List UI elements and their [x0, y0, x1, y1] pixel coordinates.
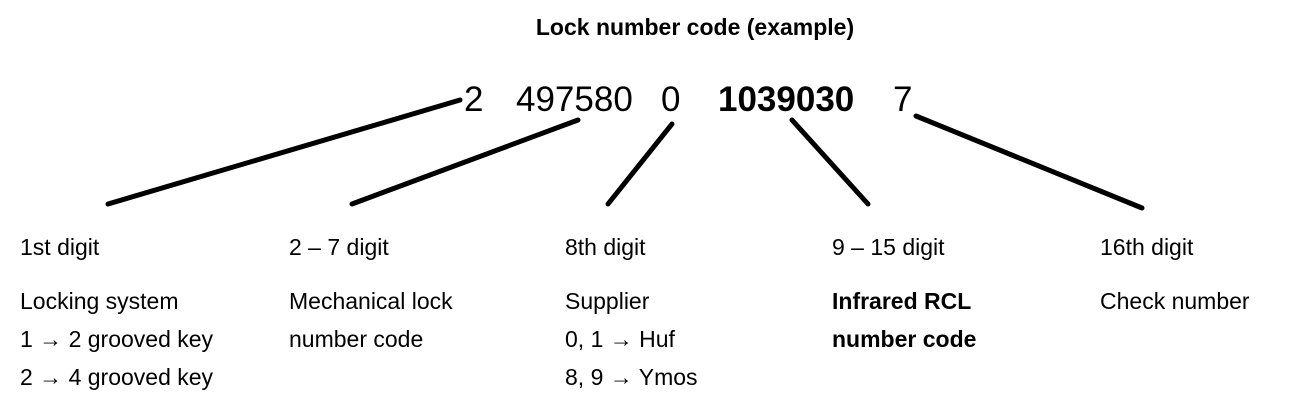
- code-segment-16th-digit: 7: [893, 80, 913, 119]
- column-line: 0, 1 → Huf: [565, 326, 675, 352]
- column-16th-digit: 16th digit Check number: [1100, 228, 1250, 320]
- column-line: Locking system: [20, 288, 179, 314]
- column-line: Mechanical lock: [289, 288, 453, 314]
- code-segment-1st-digit: 2: [464, 80, 484, 119]
- code-segment-9-15-digit: 1039030: [718, 80, 855, 119]
- connector-line-9-15-digit: [789, 117, 871, 207]
- column-line: 1 → 2 grooved key: [20, 326, 214, 352]
- column-2-7-digit: 2 – 7 digit Mechanical lock number code: [289, 228, 453, 358]
- column-line: number code: [832, 326, 977, 352]
- column-line: 2 → 4 grooved key: [20, 364, 214, 390]
- column-line: 8, 9 → Ymos: [565, 364, 698, 390]
- column-8th-digit: 8th digit Supplier 0, 1 → Huf 8, 9 → Ymo…: [565, 228, 698, 396]
- connector-line-1st-digit: [105, 97, 463, 207]
- connector-line-8th-digit: [605, 121, 675, 207]
- connector-line-16th-digit: [913, 113, 1145, 211]
- column-heading: 16th digit: [1100, 234, 1194, 260]
- code-segment-8th-digit: 0: [661, 80, 681, 119]
- column-heading: 2 – 7 digit: [289, 234, 389, 260]
- column-line: Supplier: [565, 288, 650, 314]
- connector-line-2-7-digit: [349, 117, 581, 207]
- code-segment-2-7-digit: 497580: [516, 80, 633, 119]
- column-heading: 1st digit: [20, 234, 100, 260]
- column-line: number code: [289, 326, 424, 352]
- column-9-15-digit: 9 – 15 digit Infrared RCL number code: [832, 228, 976, 358]
- column-1st-digit: 1st digit Locking system 1 → 2 grooved k…: [20, 228, 213, 396]
- column-line: Infrared RCL: [832, 288, 972, 314]
- diagram-title: Lock number code (example): [535, 14, 855, 40]
- column-heading: 8th digit: [565, 234, 646, 260]
- column-line: Check number: [1100, 288, 1250, 314]
- column-heading: 9 – 15 digit: [832, 234, 945, 260]
